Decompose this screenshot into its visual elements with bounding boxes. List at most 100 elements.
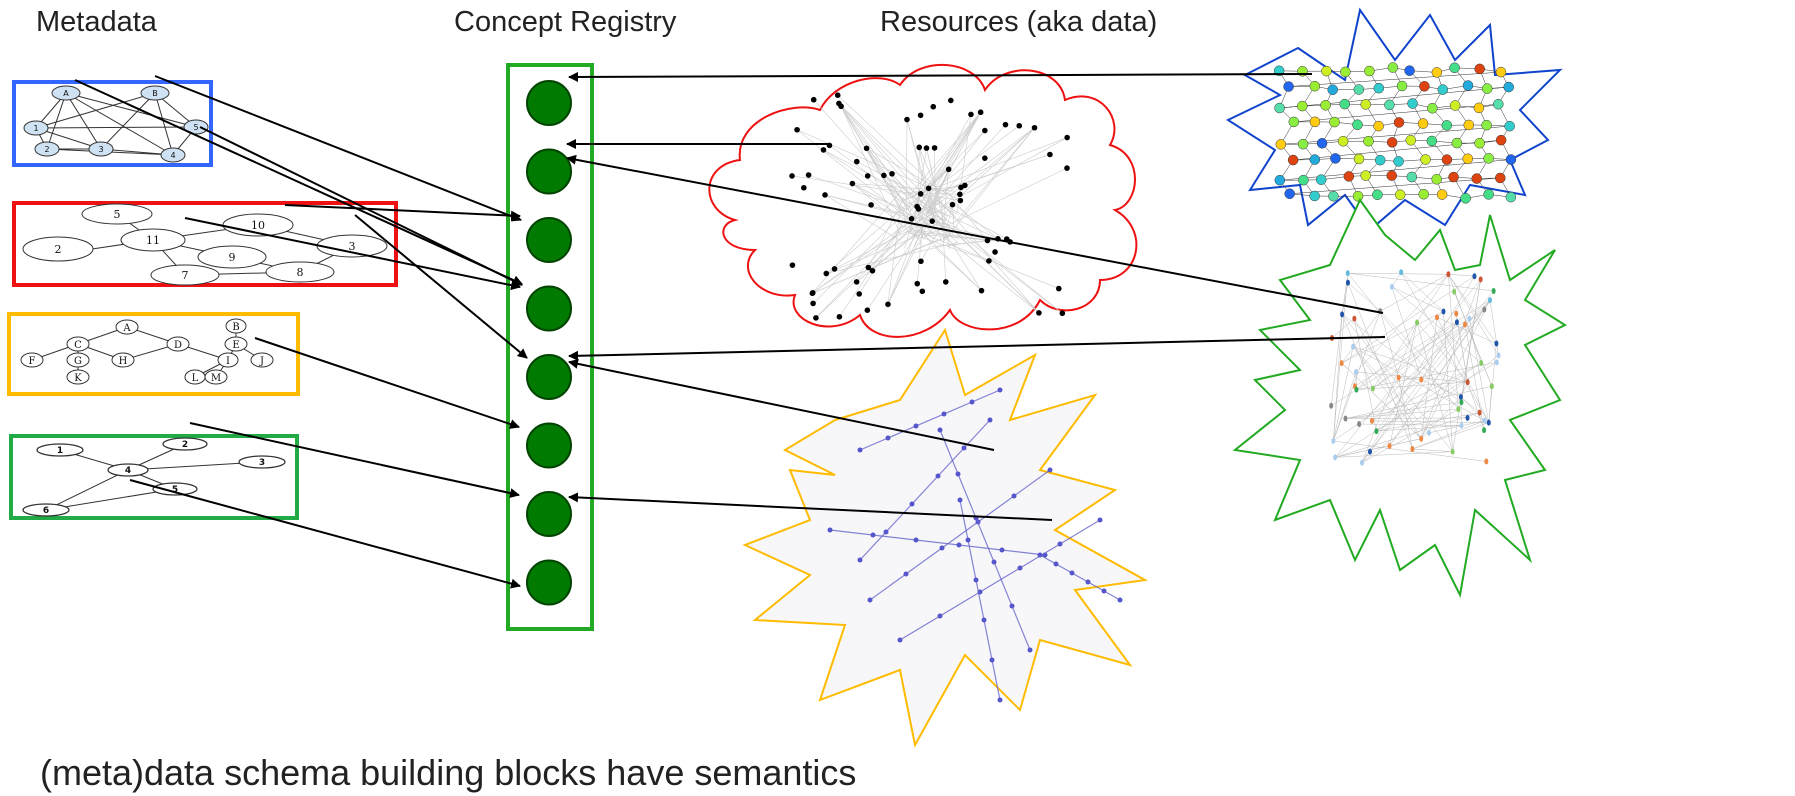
cloud-node [904, 116, 910, 123]
cloud-node [918, 258, 924, 265]
concept-node[interactable] [526, 285, 572, 332]
star-node [1474, 137, 1485, 149]
tree-node [913, 423, 919, 429]
cloud-edge [867, 227, 921, 311]
green-edge [1429, 420, 1485, 434]
tree-node [1117, 597, 1123, 603]
cloud-node [957, 191, 963, 198]
cloud-edge [905, 119, 908, 215]
cloud-node [978, 287, 985, 294]
concept-node[interactable] [526, 80, 572, 126]
cloud-edge [917, 147, 920, 214]
concept-registry-header: Concept Registry [454, 6, 677, 38]
star-node [1330, 153, 1341, 164]
tree-node [956, 542, 962, 548]
tree-node [883, 529, 889, 535]
cloud-node [794, 126, 800, 133]
cloud-node [834, 92, 841, 99]
cloud-edge [824, 194, 901, 241]
cloud-edge [812, 216, 901, 304]
arrow [254, 337, 520, 429]
star-node [1284, 188, 1295, 199]
cloud-edge [959, 127, 1035, 198]
star-node [1309, 154, 1321, 165]
red-node-label: 5 [114, 208, 121, 221]
concept-node[interactable] [526, 559, 572, 606]
star-node [1374, 154, 1386, 166]
star-node [1503, 81, 1514, 93]
cloud-node [810, 96, 817, 103]
resource-yellow-burst-tree [742, 327, 1149, 748]
star-node [1449, 100, 1461, 111]
green-edge [1443, 311, 1453, 452]
green-edge [1371, 362, 1482, 422]
star-edge [1293, 139, 1502, 161]
tree-node [1097, 517, 1103, 523]
cloud-edge [915, 187, 962, 221]
red-node-label: 3 [349, 240, 356, 253]
green-node [1465, 379, 1470, 386]
green-edge [1335, 412, 1480, 458]
green-node [1489, 383, 1494, 390]
green-node [1459, 399, 1464, 406]
green-edge [1356, 311, 1444, 390]
blue-node-label: 4 [170, 151, 175, 160]
cloud-edge [926, 125, 1020, 196]
cloud-edge [914, 169, 949, 248]
tree-node [937, 613, 943, 619]
green-edge [1345, 401, 1462, 419]
green-node [1354, 368, 1359, 375]
concept-node[interactable] [526, 217, 572, 263]
green-node [1370, 385, 1375, 392]
tree-node [999, 547, 1005, 553]
star-node [1441, 120, 1453, 131]
green-edge [1330, 314, 1343, 406]
green-node [1389, 283, 1394, 290]
red-node-label: 8 [297, 266, 304, 279]
green-edge [1355, 371, 1468, 383]
green-edge [1361, 276, 1475, 463]
green-node [1454, 319, 1459, 326]
concept-node[interactable] [526, 491, 572, 537]
star-node [1431, 174, 1442, 185]
cloud-node [917, 191, 924, 197]
star-node [1274, 102, 1285, 114]
concept-node[interactable] [526, 148, 572, 195]
cloud-edge [919, 204, 953, 221]
tree-node [1011, 493, 1017, 499]
star-node [1320, 100, 1331, 111]
star-node [1448, 171, 1459, 183]
star-node [1396, 80, 1408, 92]
green-node [1482, 427, 1487, 434]
cloud-node [945, 166, 952, 173]
green-edge [1376, 425, 1462, 432]
blue-node-label: 1 [33, 124, 38, 133]
star-node [1426, 135, 1438, 147]
green-edge [1335, 362, 1482, 458]
green-edge [1347, 272, 1494, 292]
green-edge [1420, 317, 1438, 439]
yellow-node-label: D [174, 340, 182, 351]
green-edge [1354, 299, 1491, 387]
cloud-edge [823, 149, 912, 208]
concept-node[interactable] [526, 422, 572, 469]
green-edge [1456, 313, 1468, 383]
tree-node [969, 399, 975, 405]
tree-node [857, 557, 863, 563]
green-node [1343, 415, 1348, 422]
cloud-node [1055, 285, 1062, 292]
concept-node[interactable] [526, 354, 572, 400]
cloud-node [986, 258, 992, 264]
yellow-node-label: F [29, 356, 36, 367]
cloud-edge [926, 148, 951, 250]
green-node [1387, 443, 1392, 450]
cloud-node [856, 291, 863, 297]
green-node [1339, 360, 1344, 367]
tree-node [997, 387, 1003, 393]
arrow [568, 71, 1313, 82]
green-edge [1380, 311, 1399, 378]
green-edge [1341, 276, 1475, 364]
cloud-edge [926, 124, 1006, 213]
star-node [1328, 190, 1339, 202]
star-node [1340, 66, 1351, 78]
